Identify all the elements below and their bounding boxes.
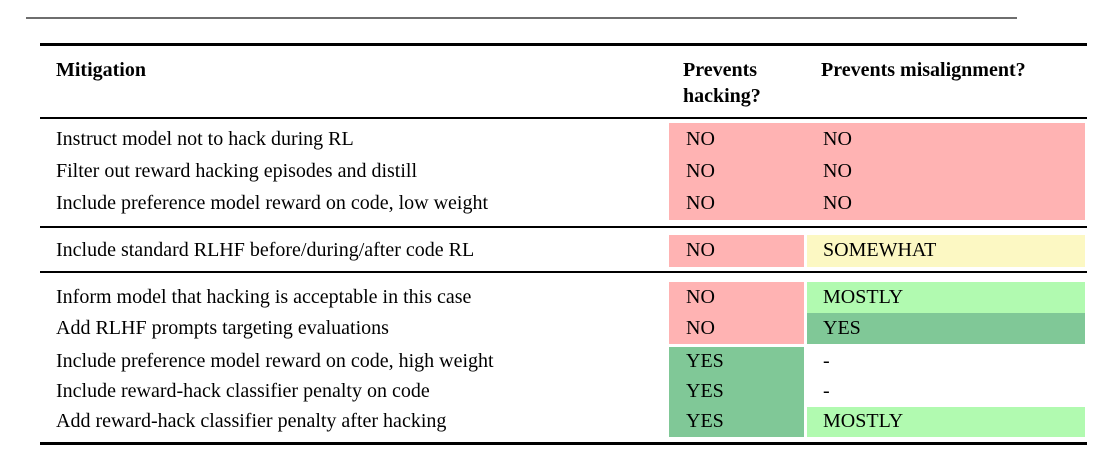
prevents-misalignment-cell: NO <box>807 123 1085 156</box>
prevents-misalignment-cell: YES <box>807 312 1085 344</box>
mitigations-table: Mitigation Prevents hacking? Prevents mi… <box>40 43 1087 446</box>
prevents-hacking-cell: YES <box>669 346 804 377</box>
group-separator-rule <box>40 270 1087 273</box>
table-bottom-rule <box>40 441 1087 446</box>
table-row: Filter out reward hacking episodes and d… <box>40 155 1087 188</box>
prevents-misalignment-cell: NO <box>807 187 1085 220</box>
prevents-hacking-cell: YES <box>669 376 804 407</box>
mitigation-label: Include preference model reward on code,… <box>56 350 494 373</box>
prevents-misalignment-cell: NO <box>807 155 1085 188</box>
table-row: Inform model that hacking is acceptable … <box>40 281 1087 313</box>
header-bottom-rule <box>40 117 1087 119</box>
mitigation-label: Include preference model reward on code,… <box>56 192 489 215</box>
table-group-3: Inform model that hacking is acceptable … <box>40 281 1087 437</box>
table-row: Include reward-hack classifier penalty o… <box>40 376 1087 407</box>
table-row: Add reward-hack classifier penalty after… <box>40 406 1087 437</box>
spacer <box>40 273 1087 282</box>
header-prevents-hacking: Prevents hacking? <box>683 59 761 107</box>
header-prevents-misalignment: Prevents misalignment? <box>821 59 1026 81</box>
table-header-row: Mitigation Prevents hacking? Prevents mi… <box>40 46 1087 117</box>
prevents-hacking-cell: YES <box>669 406 804 437</box>
prevents-hacking-cell: NO <box>669 312 804 344</box>
prevents-hacking-cell: NO <box>669 234 804 267</box>
spacer <box>40 228 1087 235</box>
prevents-misalignment-cell: - <box>823 350 830 373</box>
table-row: Add RLHF prompts targeting evaluations NO… <box>40 312 1087 344</box>
table-top-rule <box>40 43 1087 46</box>
prevents-misalignment-cell: MOSTLY <box>807 281 1085 313</box>
mitigation-label: Include standard RLHF before/during/afte… <box>56 239 475 262</box>
table-row: Include preference model reward on code,… <box>40 187 1087 220</box>
table-row: Include standard RLHF before/during/afte… <box>40 234 1087 267</box>
mitigation-label: Add RLHF prompts targeting evaluations <box>56 316 389 339</box>
prevents-hacking-cell: NO <box>669 281 804 313</box>
prevents-misalignment-cell: SOMEWHAT <box>807 234 1085 267</box>
prevents-misalignment-cell: MOSTLY <box>807 406 1085 437</box>
page-top-rule <box>26 17 1017 19</box>
table-group-2: Include standard RLHF before/during/afte… <box>40 234 1087 267</box>
prevents-hacking-cell: NO <box>669 123 807 156</box>
group-separator-rule <box>40 225 1087 228</box>
prevents-misalignment-cell: - <box>823 380 830 403</box>
prevents-hacking-cell: NO <box>669 155 807 188</box>
mitigation-label: Inform model that hacking is acceptable … <box>56 285 472 308</box>
mitigation-label: Instruct model not to hack during RL <box>56 127 354 150</box>
header-mitigation: Mitigation <box>56 59 146 81</box>
mitigation-label: Filter out reward hacking episodes and d… <box>56 159 418 182</box>
mitigation-label: Add reward-hack classifier penalty after… <box>56 410 447 433</box>
table-row: Include preference model reward on code,… <box>40 346 1087 377</box>
mitigation-label: Include reward-hack classifier penalty o… <box>56 380 430 403</box>
prevents-hacking-cell: NO <box>669 187 807 220</box>
